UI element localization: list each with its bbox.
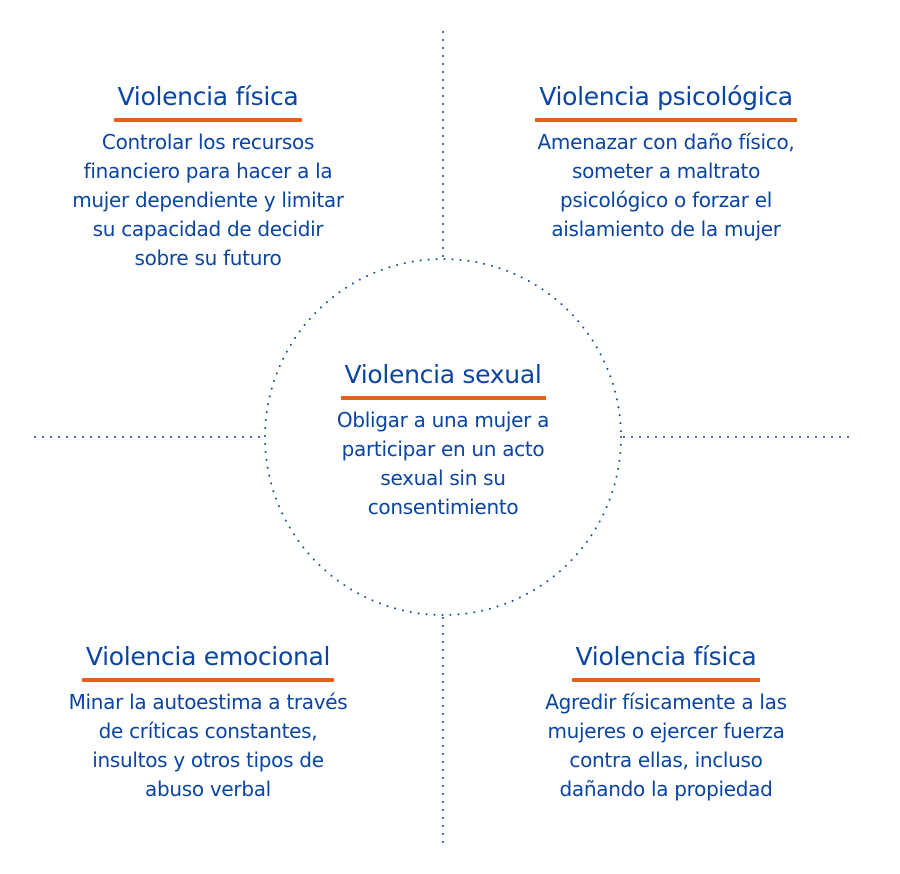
line: Minar la autoestima a través xyxy=(68,690,348,714)
line: de críticas constantes, xyxy=(98,719,318,743)
line: someter a maltrato xyxy=(571,159,761,183)
line: dañando la propiedad xyxy=(559,777,773,801)
description: Controlar los recursos financiero para h… xyxy=(28,128,388,273)
line: mujeres o ejercer fuerza xyxy=(547,719,785,743)
line: Controlar los recursos xyxy=(101,130,315,154)
title: Violencia emocional xyxy=(81,640,335,682)
line: Amenazar con daño físico, xyxy=(537,130,795,154)
block-center: Violencia sexual Obligar a una mujer a p… xyxy=(263,358,623,522)
title: Violencia física xyxy=(571,640,761,682)
description: Amenazar con daño físico, someter a malt… xyxy=(486,128,846,244)
line: abuso verbal xyxy=(145,777,271,801)
block-top-right: Violencia psicológica Amenazar con daño … xyxy=(486,80,846,244)
block-bottom-right: Violencia física Agredir físicamente a l… xyxy=(486,640,846,804)
line: contra ellas, incluso xyxy=(569,748,763,772)
line: psicológico o forzar el xyxy=(560,188,772,212)
line: participar en un acto xyxy=(341,437,545,461)
line: Agredir físicamente a las xyxy=(545,690,787,714)
line: Obligar a una mujer a xyxy=(336,408,550,432)
line: financiero para hacer a la xyxy=(83,159,333,183)
description: Minar la autoestima a través de críticas… xyxy=(28,688,388,804)
title: Violencia psicológica xyxy=(535,80,797,122)
block-bottom-left: Violencia emocional Minar la autoestima … xyxy=(28,640,388,804)
block-top-left: Violencia física Controlar los recursos … xyxy=(28,80,388,273)
line: sobre su futuro xyxy=(134,246,282,270)
line: mujer dependiente y limitar xyxy=(72,188,344,212)
title: Violencia física xyxy=(113,80,303,122)
line: su capacidad de decidir xyxy=(92,217,324,241)
line: sexual sin su xyxy=(380,466,506,490)
description: Agredir físicamente a las mujeres o ejer… xyxy=(486,688,846,804)
line: consentimiento xyxy=(367,495,519,519)
title: Violencia sexual xyxy=(340,358,546,400)
center-circle xyxy=(264,258,622,616)
description: Obligar a una mujer a participar en un a… xyxy=(263,406,623,522)
line: insultos y otros tipos de xyxy=(92,748,324,772)
line: aislamiento de la mujer xyxy=(551,217,781,241)
